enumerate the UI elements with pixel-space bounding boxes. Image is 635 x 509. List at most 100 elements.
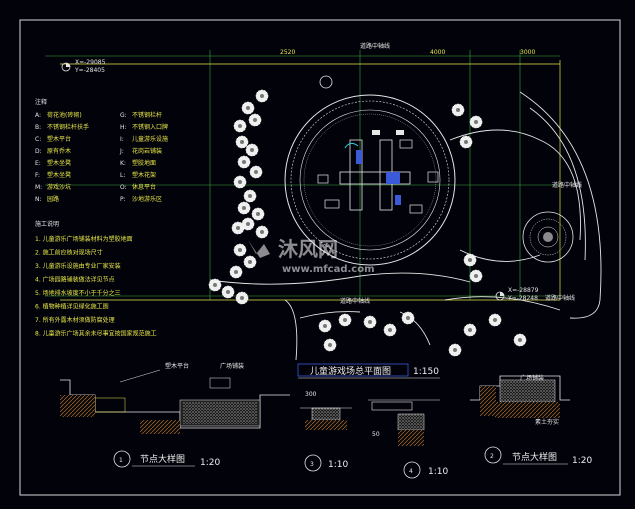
bottom-road-label: 道路中轴线 bbox=[340, 297, 370, 305]
tree-symbol bbox=[237, 201, 251, 215]
svg-text:3: 3 bbox=[310, 461, 314, 468]
svg-text:素土夯实: 素土夯实 bbox=[535, 418, 559, 426]
svg-text:4: 4 bbox=[409, 468, 413, 475]
legend-text: 塑木平台 bbox=[47, 135, 71, 143]
coordinate-marker-top: X=-29085 Y=-28405 bbox=[61, 59, 106, 74]
tree-symbol bbox=[469, 115, 483, 129]
tree-symbols bbox=[208, 89, 527, 357]
svg-text:50: 50 bbox=[372, 431, 380, 438]
detail-section-4[interactable]: 50 bbox=[368, 399, 440, 446]
tree-symbol bbox=[243, 255, 257, 269]
dim-text: 2520 bbox=[280, 49, 295, 56]
note-line: 7. 所有外露木材须做防腐处理 bbox=[35, 316, 115, 324]
tree-symbol bbox=[469, 269, 483, 283]
tree-symbol bbox=[229, 265, 243, 279]
legend-text: 不锈钢栏杆 bbox=[132, 111, 162, 119]
plan-title: 儿童游戏场总平面图 bbox=[310, 365, 391, 377]
svg-text:X=-29085: X=-29085 bbox=[75, 59, 106, 66]
tree-symbol bbox=[255, 89, 269, 103]
tree-symbol bbox=[488, 313, 502, 327]
tree-symbol bbox=[249, 165, 263, 179]
svg-text:Y=-28248: Y=-28248 bbox=[507, 295, 538, 302]
legend-key: P: bbox=[120, 196, 126, 203]
legend-text: 不锈钢入口牌 bbox=[132, 123, 168, 131]
svg-text:1:10: 1:10 bbox=[428, 467, 448, 477]
drawing-border bbox=[19, 19, 621, 496]
svg-text:节点大样图: 节点大样图 bbox=[140, 453, 185, 465]
svg-text:广场铺装: 广场铺装 bbox=[220, 362, 244, 370]
svg-text:300: 300 bbox=[305, 391, 317, 398]
plan-scale: 1:150 bbox=[413, 367, 439, 377]
legend-text: 塑木坐凳 bbox=[47, 171, 71, 179]
detail-section-1[interactable]: 塑木平台 广场铺装 bbox=[60, 362, 290, 434]
note-line: 6. 植物种植详见绿化施工图 bbox=[35, 303, 109, 311]
legend-text: 沙地游乐区 bbox=[132, 195, 162, 203]
tree-symbol bbox=[233, 243, 247, 257]
dim-text: 3000 bbox=[520, 49, 535, 56]
legend-key: B: bbox=[35, 124, 41, 131]
tree-symbol bbox=[255, 225, 269, 239]
tree-symbol bbox=[241, 101, 255, 115]
legend-key: K: bbox=[120, 160, 126, 167]
tree-symbol bbox=[231, 221, 245, 235]
legend-text: 休息平台 bbox=[132, 183, 156, 191]
legend-key: G: bbox=[120, 112, 127, 119]
site-boundary bbox=[60, 60, 561, 301]
legend-text: 荷花池(砖砌) bbox=[47, 111, 82, 119]
tree-symbol bbox=[221, 285, 235, 299]
tree-symbol bbox=[235, 135, 249, 149]
svg-text:1:10: 1:10 bbox=[328, 460, 348, 470]
detail-section-3[interactable]: 300 bbox=[300, 391, 352, 430]
legend-key: I: bbox=[120, 136, 124, 143]
tree-symbol bbox=[323, 338, 337, 352]
legend-key: J: bbox=[119, 148, 124, 155]
legend-text: 儿童游乐设施 bbox=[132, 135, 168, 143]
road-curves bbox=[209, 91, 602, 361]
legend-text: 塑木花架 bbox=[132, 171, 156, 179]
legend-key: H: bbox=[120, 124, 127, 131]
legend-key: M: bbox=[35, 184, 42, 191]
legend-key: O: bbox=[120, 184, 127, 191]
tree-symbol bbox=[383, 323, 397, 337]
tree-symbol bbox=[459, 135, 473, 149]
play-equipment[interactable] bbox=[317, 130, 439, 214]
legend-key: E: bbox=[35, 160, 41, 167]
legend-key: C: bbox=[35, 136, 41, 143]
note-line: 2. 施工前应核对现场尺寸 bbox=[35, 249, 103, 257]
round-pavilion[interactable] bbox=[522, 211, 574, 263]
tree-symbol bbox=[463, 323, 477, 337]
tree-symbol bbox=[251, 207, 265, 221]
svg-text:1:20: 1:20 bbox=[200, 458, 220, 468]
legend-key: N: bbox=[35, 196, 42, 203]
svg-text:www.mfcad.com: www.mfcad.com bbox=[282, 264, 375, 275]
tree-symbol bbox=[243, 189, 257, 203]
detail-section-2[interactable]: 广场铺装 素土夯实 bbox=[470, 374, 570, 426]
tree-symbol bbox=[235, 291, 249, 305]
legend-text: 塑胶地面 bbox=[132, 159, 156, 167]
watermark-logo-icon bbox=[248, 240, 270, 258]
legend-key: A: bbox=[35, 112, 41, 119]
right-road-label-1: 道路中轴线 bbox=[552, 181, 582, 189]
svg-text:塑木平台: 塑木平台 bbox=[165, 362, 189, 370]
tree-symbol bbox=[245, 143, 259, 157]
tree-symbol bbox=[363, 315, 377, 329]
legend-text: 游戏沙坑 bbox=[47, 183, 71, 191]
svg-text:1:20: 1:20 bbox=[572, 456, 592, 466]
circular-plaza[interactable] bbox=[284, 94, 456, 266]
legend-text: 原有乔木 bbox=[47, 147, 71, 155]
dim-text: 4000 bbox=[430, 49, 445, 56]
tree-symbol bbox=[233, 119, 247, 133]
detail-2-label: 2 节点大样图 1:20 bbox=[484, 446, 592, 466]
svg-text:沐风网: 沐风网 bbox=[278, 237, 338, 261]
note-line: 5. 场地排水坡度不小于千分之三 bbox=[35, 289, 121, 297]
watermark: 沐风网 www.mfcad.com bbox=[248, 237, 375, 275]
svg-text:2: 2 bbox=[490, 453, 494, 460]
tree-symbol bbox=[463, 253, 477, 267]
tree-symbol bbox=[233, 175, 247, 189]
note-line: 4. 广场园路铺装做法详见节点 bbox=[35, 276, 115, 284]
svg-text:Y=-28405: Y=-28405 bbox=[74, 67, 105, 74]
tree-symbol bbox=[448, 343, 462, 357]
notes-heading: 施工说明 bbox=[35, 220, 59, 228]
